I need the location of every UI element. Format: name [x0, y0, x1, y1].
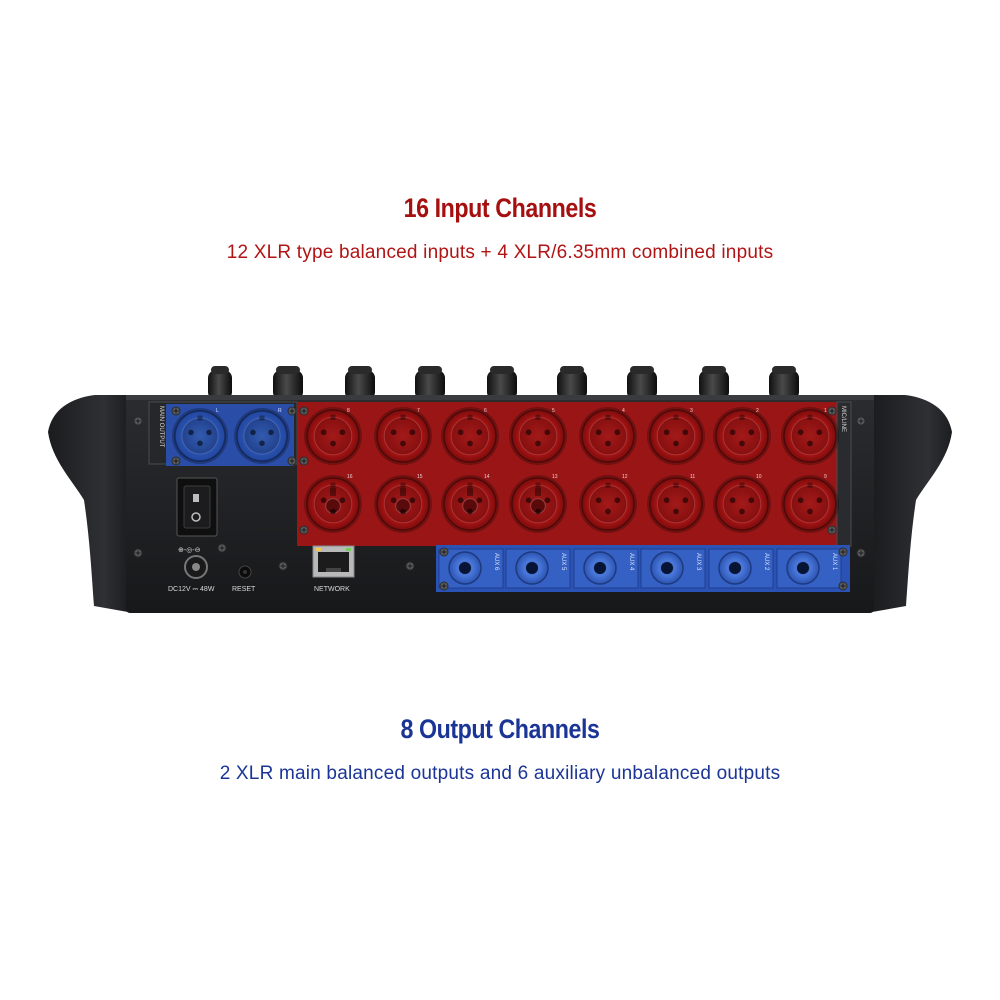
output-channels-title: 8 Output Channels — [400, 714, 600, 744]
xlr-input-connector[interactable] — [579, 475, 637, 533]
screw — [299, 406, 309, 416]
channel-number: 9 — [824, 474, 827, 480]
aux-label: AUX 6 — [493, 553, 499, 571]
xlr-input-connector[interactable] — [441, 407, 499, 465]
aux-output-jack[interactable] — [640, 548, 706, 589]
channel-number: 8 — [347, 408, 350, 414]
screw — [133, 416, 143, 426]
screw — [827, 406, 837, 416]
screw — [856, 416, 866, 426]
knob — [487, 366, 517, 400]
knob — [273, 366, 303, 400]
screw — [838, 581, 848, 591]
screw — [278, 561, 288, 571]
screw — [287, 456, 297, 466]
top-knobs — [208, 366, 799, 400]
xlr-main-output-connector[interactable] — [172, 408, 228, 464]
right-side-ear — [872, 395, 952, 612]
screw — [299, 456, 309, 466]
xlr-input-connector[interactable] — [374, 475, 432, 533]
main-output-number: R — [278, 408, 282, 414]
knob — [415, 366, 445, 400]
aux-output-jack[interactable] — [573, 548, 639, 589]
screw — [827, 525, 837, 535]
xlr-input-connector[interactable] — [579, 407, 637, 465]
reset-button[interactable] — [238, 565, 252, 579]
input-panel: MIC/LINE 8 7 6 5 4 3 2 1 16 15 14 13 12 11 10 9 — [297, 401, 852, 547]
power-switch[interactable] — [176, 477, 218, 537]
channel-number: 16 — [347, 474, 353, 480]
input-channels-title: 16 Input Channels — [403, 193, 597, 223]
xlr-main-output-connector[interactable] — [234, 408, 290, 464]
knob — [557, 366, 587, 400]
svg-text:⊕-◎-⊖: ⊕-◎-⊖ — [178, 547, 201, 554]
screw — [171, 406, 181, 416]
aux-label: AUX 2 — [763, 553, 769, 571]
channel-number: 5 — [552, 408, 555, 414]
channel-number: 15 — [417, 474, 423, 480]
channel-number: 11 — [690, 474, 695, 480]
reset-label: RESET — [232, 586, 256, 593]
main-output-label: MAIN OUTPUT — [158, 406, 164, 448]
xlr-input-connector[interactable] — [781, 475, 839, 533]
input-channels-description: 12 XLR type balanced inputs + 4 XLR/6.35… — [226, 242, 774, 263]
aux-output-jack[interactable] — [776, 548, 842, 589]
aux-output-panel: AUX 6 AUX 5 AUX 4 AUX 3 AUX 2 AUX 1 — [436, 545, 850, 592]
xlr-input-connector[interactable] — [304, 475, 362, 533]
channel-number: 10 — [756, 474, 762, 480]
knob — [769, 366, 799, 400]
aux-output-jack[interactable] — [708, 548, 774, 589]
screw — [133, 548, 143, 558]
screw — [405, 561, 415, 571]
channel-number: 6 — [484, 408, 487, 414]
left-side-ear — [48, 395, 128, 612]
knob — [699, 366, 729, 400]
channel-number: 1 — [824, 408, 827, 414]
knob — [208, 366, 232, 400]
screw — [439, 581, 449, 591]
xlr-input-connector[interactable] — [509, 475, 567, 533]
aux-label: AUX 3 — [695, 553, 701, 571]
screw — [171, 456, 181, 466]
power-label: DC12V ⎓ 48W — [168, 586, 215, 593]
xlr-input-connector[interactable] — [509, 407, 567, 465]
main-output-number: L — [216, 408, 219, 414]
network-port[interactable] — [312, 545, 355, 578]
knob — [627, 366, 657, 400]
xlr-input-connector[interactable] — [647, 407, 705, 465]
output-channels-description: 2 XLR main balanced outputs and 6 auxili… — [219, 763, 781, 784]
screw — [299, 525, 309, 535]
channel-number: 12 — [622, 474, 628, 480]
knob — [345, 366, 375, 400]
channel-number: 2 — [756, 408, 759, 414]
channel-number: 4 — [622, 408, 625, 414]
channel-number: 7 — [417, 408, 420, 414]
xlr-input-connector[interactable] — [713, 475, 771, 533]
xlr-input-connector[interactable] — [304, 407, 362, 465]
aux-label: AUX 5 — [560, 553, 566, 571]
xlr-input-connector[interactable] — [441, 475, 499, 533]
channel-number: 13 — [552, 474, 558, 480]
xlr-input-connector[interactable] — [374, 407, 432, 465]
screw — [856, 548, 866, 558]
main-output-panel: MAIN OUTPUT L R — [148, 401, 298, 466]
network-label: NETWORK — [314, 586, 350, 593]
xlr-input-connector[interactable] — [647, 475, 705, 533]
screw — [217, 543, 227, 553]
aux-output-jack[interactable] — [505, 548, 571, 589]
channel-number: 3 — [690, 408, 693, 414]
aux-label: AUX 1 — [831, 553, 837, 571]
aux-output-jack[interactable] — [438, 548, 504, 589]
xlr-input-connector[interactable] — [781, 407, 839, 465]
screw — [838, 547, 848, 557]
screw — [439, 547, 449, 557]
xlr-input-connector[interactable] — [713, 407, 771, 465]
mic-line-label: MIC/LINE — [840, 406, 846, 432]
aux-label: AUX 4 — [628, 553, 634, 571]
channel-number: 14 — [484, 474, 490, 480]
screw — [287, 406, 297, 416]
dc-power-jack[interactable]: ⊕-◎-⊖ — [178, 547, 208, 579]
panel-screws — [133, 406, 866, 591]
